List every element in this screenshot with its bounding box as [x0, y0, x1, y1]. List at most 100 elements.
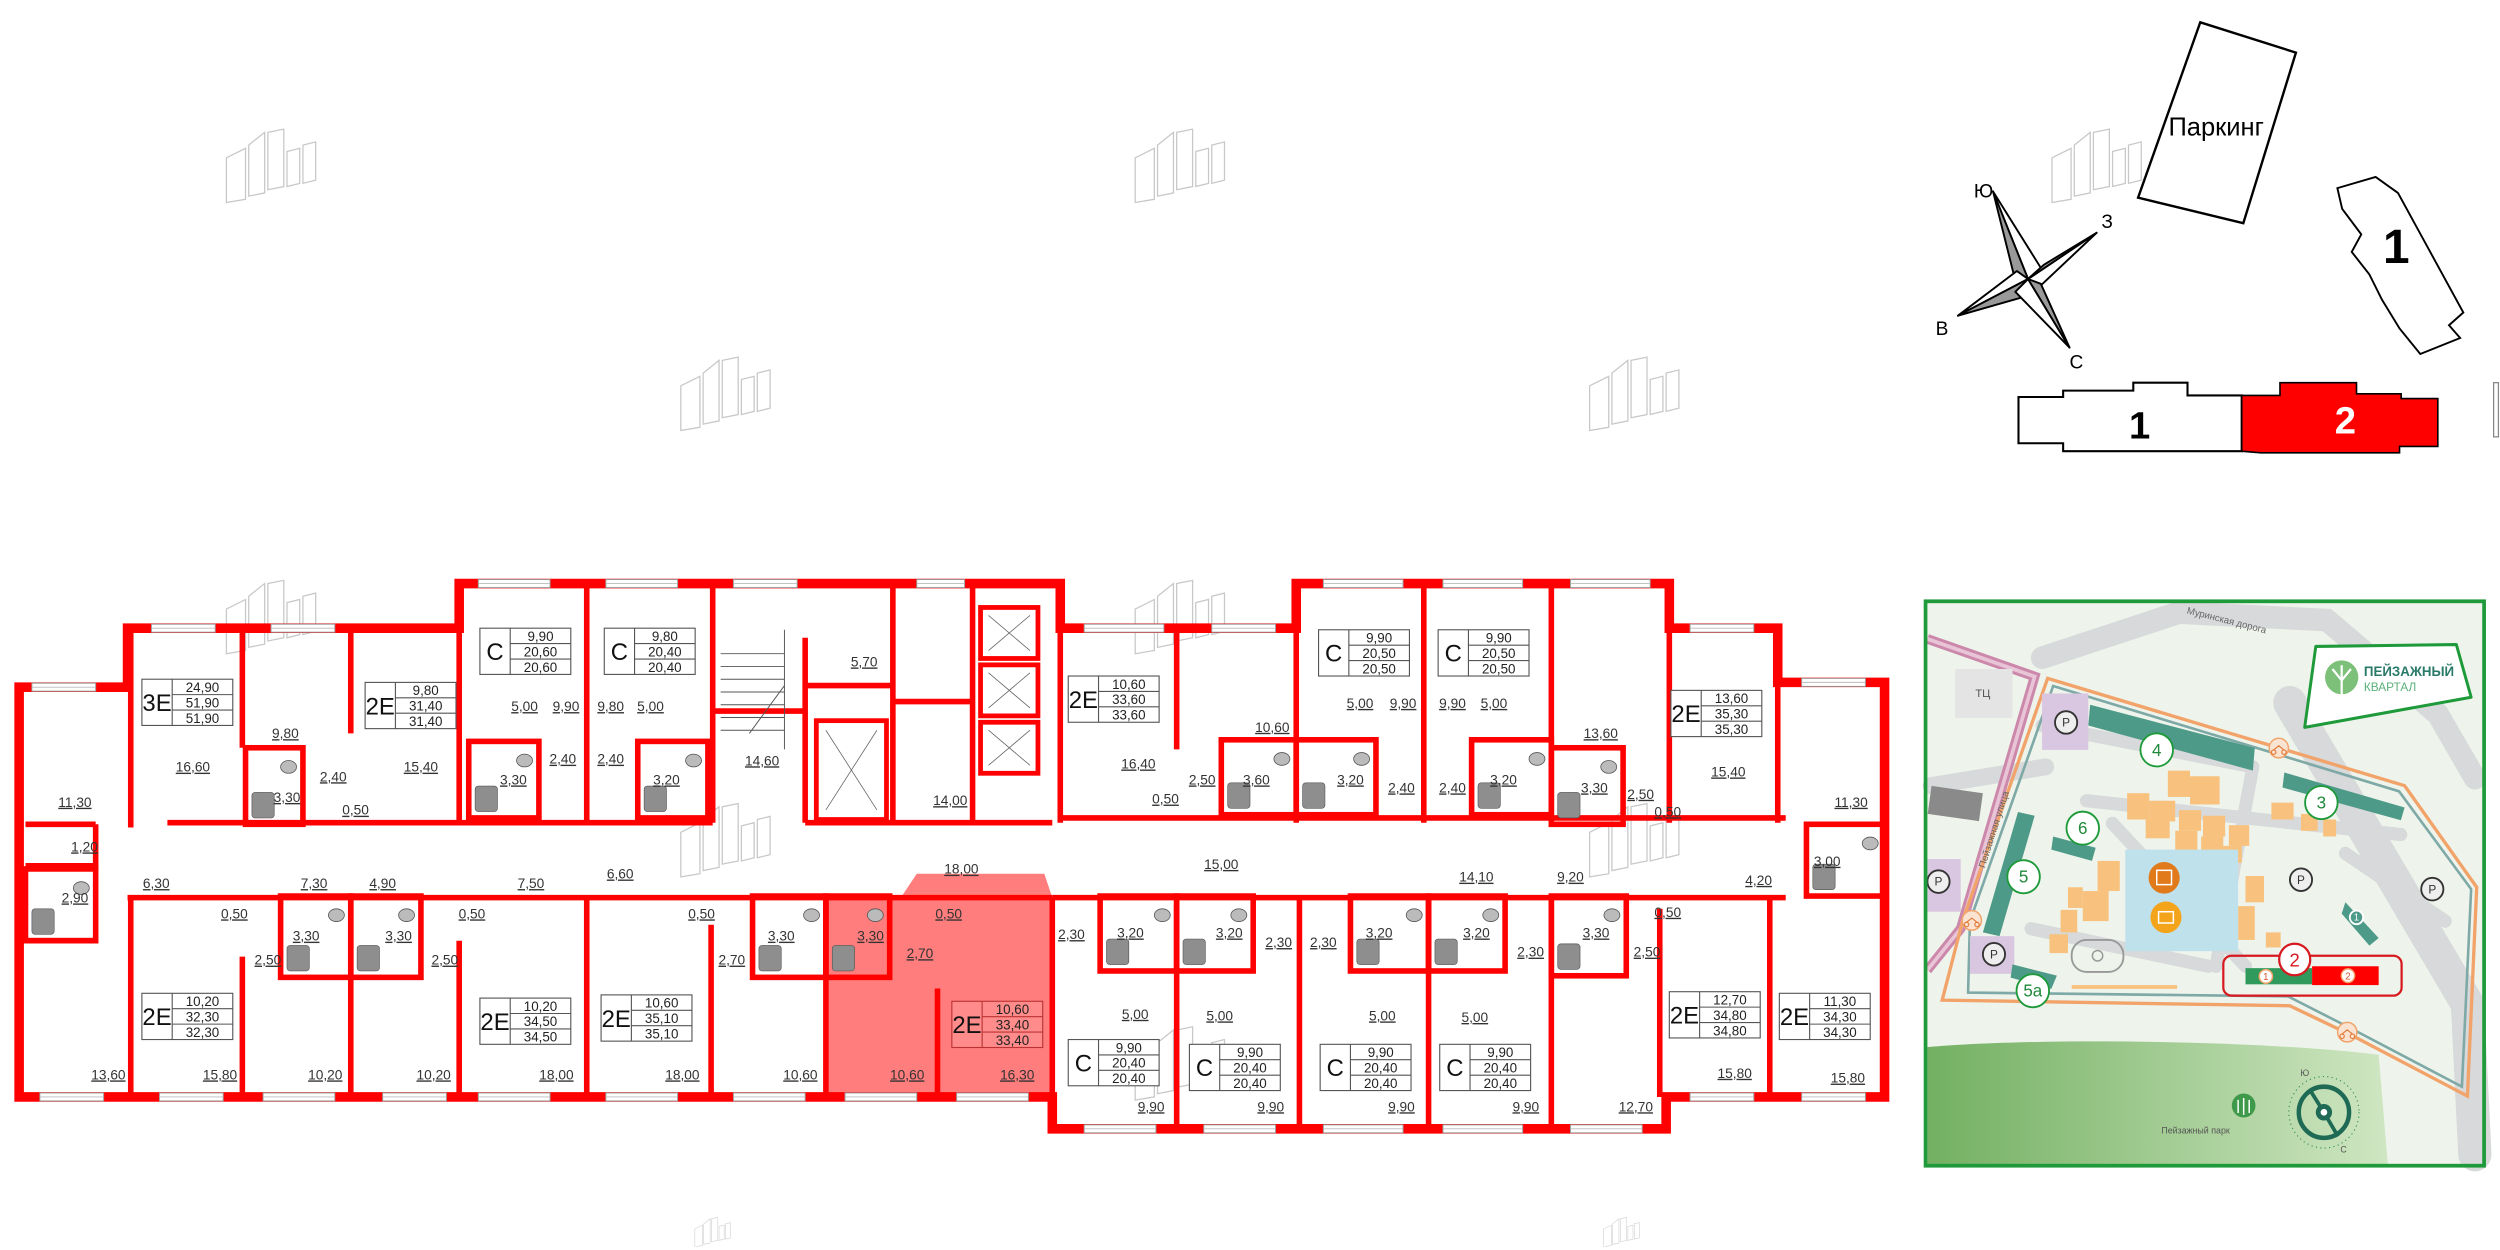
shower-tray-icon [1356, 938, 1380, 965]
logo-subtitle: КВАРТАЛ [2364, 680, 2416, 694]
building-number-label: 6 [2078, 818, 2087, 838]
apartment-living-area: 10,20 [186, 994, 219, 1009]
parking-marker-label: P [2062, 715, 2070, 729]
room-area-label: 3,20 [1216, 926, 1243, 941]
interior-walls [22, 583, 1888, 1129]
compass-label-east: В [1936, 319, 1949, 340]
bike-path-icon [2268, 737, 2290, 759]
room-area-label: 0,50 [221, 906, 248, 921]
bathroom-wall [347, 893, 424, 981]
watermark-logo [694, 1217, 731, 1247]
room-area-label: 9,20 [1557, 870, 1584, 885]
shower-tray-icon [251, 792, 275, 819]
apartment-total-area: 20,50 [1362, 646, 1395, 661]
toilet-icon [1273, 752, 1291, 766]
apartment-type: 2E [142, 1004, 171, 1031]
bike-glyph [1963, 917, 1980, 928]
apartment-total-area-alt: 20,50 [1482, 661, 1515, 676]
room-area-label: 2,40 [1439, 780, 1466, 795]
section-1-outline[interactable] [2017, 381, 2243, 453]
building-1-outline [2336, 175, 2465, 356]
exterior-wall [14, 578, 1890, 1134]
apartment-living-area: 9,90 [1366, 631, 1392, 646]
bathroom-wall [1548, 744, 1626, 828]
building-number-marker[interactable] [2006, 859, 2041, 895]
park-area [1927, 1041, 2388, 1166]
apartment-total-area-alt: 20,50 [1362, 661, 1395, 676]
room-area-label: 5,00 [511, 699, 538, 714]
room-area-label: 5,00 [1206, 1008, 1233, 1023]
apartment-type: 2E [602, 1006, 631, 1033]
building-number-marker[interactable] [2065, 810, 2100, 846]
apartment-type: 3E [142, 690, 171, 717]
building-number-marker[interactable] [2015, 973, 2051, 1009]
shower-tray-icon [1302, 782, 1326, 809]
apartment-total-area-alt: 35,30 [1715, 722, 1748, 737]
apartment-total-area: 20,50 [1482, 646, 1515, 661]
room-area-label: 2,70 [718, 953, 745, 968]
parking-marker [2288, 867, 2314, 892]
bathroom-wall [1293, 737, 1379, 818]
room-area-label: 4,90 [369, 876, 396, 891]
room-area-label: 0,50 [342, 803, 369, 818]
room-area-label: 2,30 [1310, 935, 1337, 950]
apartment-living-area: 9,90 [1486, 631, 1512, 646]
shower-tray-icon [831, 945, 855, 972]
toilet-icon [1353, 752, 1370, 766]
school-icon [2148, 862, 2180, 894]
map-compass-icon [2288, 1075, 2360, 1149]
apartment-type: 2E [1780, 1004, 1809, 1031]
apartment-total-area: 33,40 [996, 1017, 1029, 1032]
apartment-total-area-alt: 20,60 [524, 660, 557, 675]
bathroom-wall [242, 744, 306, 828]
apartment-total-area-alt: 32,30 [186, 1025, 219, 1040]
room-area-label: 13,60 [91, 1067, 126, 1082]
toilet-icon [1230, 908, 1248, 922]
apartment-living-area: 9,80 [413, 683, 439, 698]
shower-tray-icon [1106, 938, 1130, 965]
selected-building-label: 2 [2290, 949, 2300, 970]
building-number-marker[interactable] [2348, 909, 2365, 926]
room-area-label: 3,30 [500, 772, 527, 787]
room-area-label: 15,80 [1718, 1066, 1753, 1081]
room-area-label: 9,90 [1390, 696, 1417, 711]
section-2-outline-selected[interactable] [2240, 381, 2439, 454]
park-tree-icon [2231, 1093, 2256, 1118]
compass-label-south: Ю [1974, 182, 1993, 203]
apartment-total-area-alt: 33,60 [1112, 708, 1145, 723]
shower-tray-icon [31, 908, 55, 935]
courtyard-blocks [2049, 770, 2337, 989]
selected-building-marker[interactable] [2278, 942, 2312, 977]
selected-building-frame[interactable] [2222, 954, 2403, 997]
room-area-label: 9,90 [1388, 1099, 1415, 1114]
apartment-living-area: 13,60 [1715, 691, 1748, 706]
apartment-type: C [1196, 1055, 1213, 1082]
room-area-label: 5,00 [1369, 1008, 1396, 1023]
parking-marker-label: P [1935, 875, 1943, 889]
building-number-marker[interactable] [2304, 785, 2339, 821]
compass-label-west: З [2101, 212, 2113, 233]
apartment-total-area: 35,10 [645, 1011, 678, 1026]
room-area-label: 0,50 [1654, 905, 1681, 920]
parking-marker-label: P [2428, 882, 2436, 896]
building-number-marker[interactable] [2139, 732, 2174, 768]
